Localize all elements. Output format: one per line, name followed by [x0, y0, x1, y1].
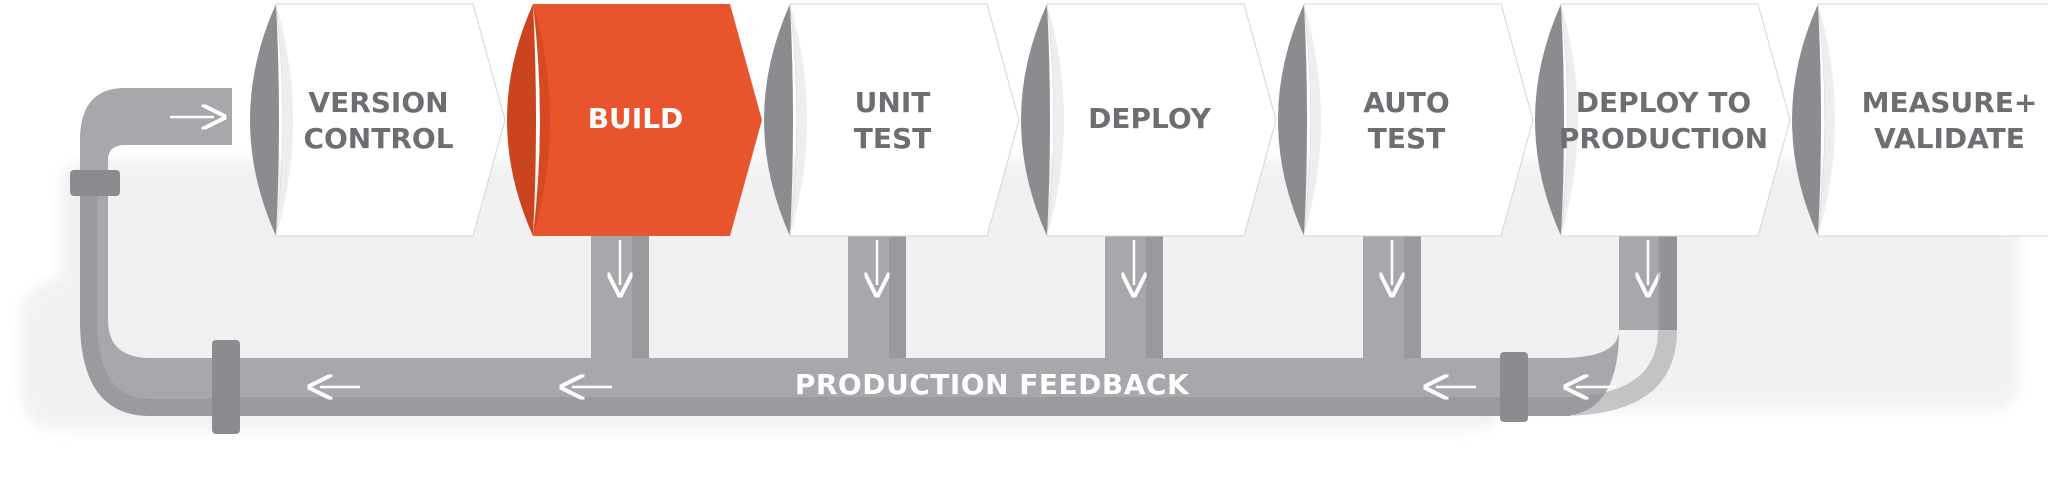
pipe-elbow-right-shade — [1560, 230, 1677, 416]
stage-curve-highlight — [533, 4, 550, 236]
stage-face — [789, 3, 1020, 237]
stage-back-shade — [1792, 4, 1821, 236]
stage-back-shade — [1021, 4, 1050, 236]
pipe-return-shade — [80, 180, 230, 416]
stage-label-line: MEASURE+ — [1862, 86, 2038, 119]
stage-measure-validate: MEASURE+VALIDATE — [1792, 3, 2048, 237]
stage-face — [1560, 3, 1791, 237]
stage-label-line: DEPLOY TO — [1576, 86, 1751, 119]
pipe-horizontal — [220, 358, 1570, 416]
stage-label-line: PRODUCTION — [1559, 122, 1768, 155]
stage-face — [275, 3, 506, 237]
pipe-drop-shade — [1404, 230, 1421, 377]
stage-back-shade — [507, 4, 536, 236]
stage-label-line: TEST — [1368, 122, 1446, 155]
stage-label-line: DEPLOY — [1088, 102, 1212, 135]
pipe-horizontal-shade — [220, 397, 1570, 416]
stage-curve-highlight — [1304, 4, 1321, 236]
pipe-coupler — [1500, 352, 1528, 422]
stage-curve-highlight — [1818, 4, 1835, 236]
stage-curve-highlight — [1561, 4, 1578, 236]
stage-back-shade — [250, 4, 279, 236]
pipe-coupler — [212, 340, 240, 434]
stage-label-line: VERSION — [308, 86, 448, 119]
stage-deploy: DEPLOY — [1021, 3, 1277, 237]
stage-face — [1817, 3, 2048, 237]
pipe-drop-shade — [1146, 230, 1163, 377]
stage-curve-highlight — [276, 4, 293, 236]
stage-build: BUILD — [507, 4, 762, 236]
pipe-drop-shade — [889, 230, 906, 377]
stage-face — [533, 4, 762, 236]
stage-curve-highlight — [1047, 4, 1064, 236]
stage-label-line: VALIDATE — [1874, 122, 2025, 155]
stage-back-shade — [1278, 4, 1307, 236]
production-feedback-label: PRODUCTION FEEDBACK — [795, 368, 1190, 401]
feedback-pipe — [70, 88, 1677, 434]
pipe-coupler — [70, 170, 120, 196]
stage-label-line: AUTO — [1363, 86, 1449, 119]
stage-label-line: TEST — [854, 122, 932, 155]
stage-label-line: UNIT — [855, 86, 931, 119]
stage-face — [1303, 3, 1534, 237]
stage-back-shade — [764, 4, 793, 236]
stage-back-shade — [1535, 4, 1564, 236]
stage-label-line: BUILD — [588, 102, 684, 135]
pipe-drop-shade — [1660, 230, 1677, 330]
stage-curve-highlight — [790, 4, 807, 236]
pipe-drop-shade — [632, 230, 649, 377]
stage-label-line: CONTROL — [303, 122, 453, 155]
